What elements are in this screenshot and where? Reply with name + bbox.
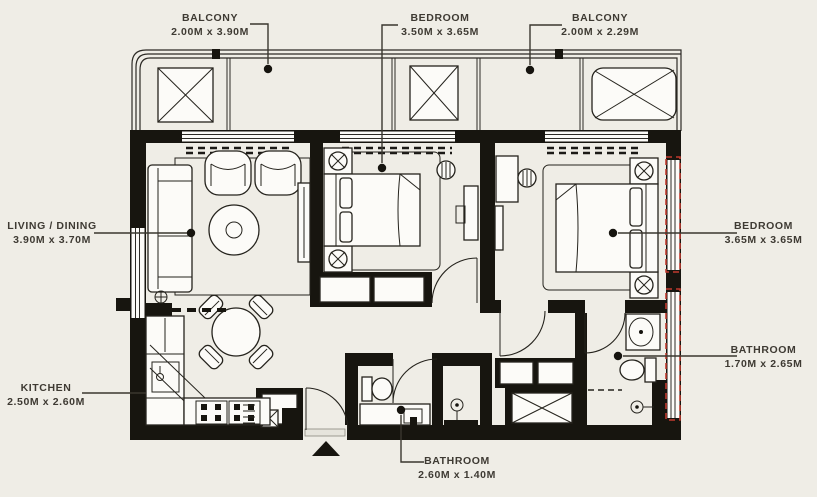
- bathroom-right-fixtures: [588, 313, 661, 414]
- pillow: [629, 187, 643, 227]
- entrance-arrow-icon: [312, 441, 340, 456]
- dining-table: [198, 294, 274, 370]
- wardrobe: [319, 276, 371, 303]
- dining-chair: [198, 294, 224, 320]
- closet: [537, 361, 574, 385]
- bedroom2-furniture: [494, 155, 659, 299]
- bed: [555, 183, 659, 273]
- window: [131, 228, 145, 318]
- dining-chair: [248, 294, 274, 320]
- lamp-icon: [328, 249, 348, 269]
- lamp-icon: [634, 275, 654, 295]
- ac-unit-icon: [157, 67, 214, 123]
- shower-head-icon: [630, 400, 654, 414]
- room-dims: 2.00M x 2.29M: [561, 25, 639, 38]
- dining-chair: [198, 344, 224, 370]
- room-label-balcony-top-right: BALCONY 2.00M x 2.29M: [530, 12, 670, 39]
- room-name: BATHROOM: [730, 344, 797, 356]
- entry-threshold: [304, 428, 346, 437]
- washer-icon: [511, 392, 573, 424]
- armchair: [204, 150, 252, 196]
- room-dims: 2.00M x 3.90M: [171, 25, 249, 38]
- room-name: BATHROOM: [424, 455, 490, 467]
- ac-unit-icon: [409, 65, 459, 121]
- desk: [495, 155, 519, 203]
- bedroom1-furniture: [323, 147, 479, 273]
- shower-head-icon: [444, 398, 478, 426]
- pantry-shelf: [243, 404, 255, 424]
- stool: [517, 168, 537, 188]
- room-dims: 3.50M x 3.65M: [401, 25, 479, 38]
- toilet: [361, 376, 393, 402]
- bed: [323, 173, 421, 247]
- room-label-balcony-top-left: BALCONY 2.00M x 3.90M: [140, 12, 280, 39]
- room-dims: 2.60M x 1.40M: [418, 468, 496, 481]
- pillow: [339, 211, 353, 243]
- armchair: [254, 150, 302, 196]
- leader-lines: [82, 23, 737, 463]
- stool: [436, 160, 456, 180]
- room-label-bedroom-top: BEDROOM 3.50M x 3.65M: [370, 12, 510, 39]
- stove: [195, 400, 261, 425]
- toilet: [619, 357, 657, 383]
- balcony-dividers: [226, 58, 584, 130]
- room-name: BEDROOM: [410, 12, 470, 24]
- pillow: [629, 229, 643, 269]
- room-name: KITCHEN: [20, 382, 72, 394]
- bathroom-mid-fixtures: [359, 376, 478, 426]
- lamp-icon: [328, 151, 348, 171]
- window: [182, 131, 648, 142]
- room-label-kitchen: KITCHEN 2.50M x 2.60M: [0, 382, 92, 409]
- balcony-strip: [131, 49, 682, 132]
- pillow: [339, 177, 353, 209]
- room-name: LIVING / DINING: [7, 220, 97, 232]
- room-dims: 3.65M x 3.65M: [724, 233, 803, 246]
- sink: [151, 361, 180, 393]
- rail-tick: [555, 49, 563, 59]
- living-room-furniture: [147, 150, 311, 370]
- lamp-icon: [634, 161, 654, 181]
- hall-closets: [495, 358, 578, 428]
- desk: [463, 185, 479, 241]
- exterior-walls: [116, 130, 681, 440]
- window-marker-red: [665, 156, 681, 421]
- floor-drain: [154, 290, 168, 304]
- sofa: [147, 164, 193, 293]
- doors: [305, 257, 626, 431]
- sink: [625, 313, 661, 351]
- room-dims: 3.90M x 3.70M: [13, 233, 91, 246]
- room-dims: 2.50M x 2.60M: [7, 395, 85, 408]
- desk-chair: [455, 205, 466, 224]
- room-label-bathroom-bottom: BATHROOM 2.60M x 1.40M: [398, 455, 516, 482]
- wardrobe: [373, 276, 425, 303]
- rail-tick: [212, 49, 220, 59]
- shelf: [494, 205, 504, 251]
- room-name: BALCONY: [181, 12, 239, 24]
- coffee-table: [208, 204, 260, 256]
- room-name: BALCONY: [571, 12, 629, 24]
- room-dims: 1.70M x 2.65M: [724, 357, 803, 370]
- kitchen-fixtures: [145, 290, 271, 426]
- closet: [499, 361, 534, 385]
- ac-unit-icon: [591, 67, 677, 121]
- dining-chair: [248, 344, 274, 370]
- room-label-bathroom-right: BATHROOM 1.70M x 2.65M: [710, 344, 817, 371]
- room-name: BEDROOM: [733, 220, 794, 232]
- window: [667, 160, 680, 418]
- room-label-bedroom-right: BEDROOM 3.65M x 3.65M: [710, 220, 817, 247]
- tap: [410, 417, 417, 426]
- room-label-living-dining: LIVING / DINING 3.90M x 3.70M: [4, 220, 100, 247]
- vanity: [359, 403, 431, 426]
